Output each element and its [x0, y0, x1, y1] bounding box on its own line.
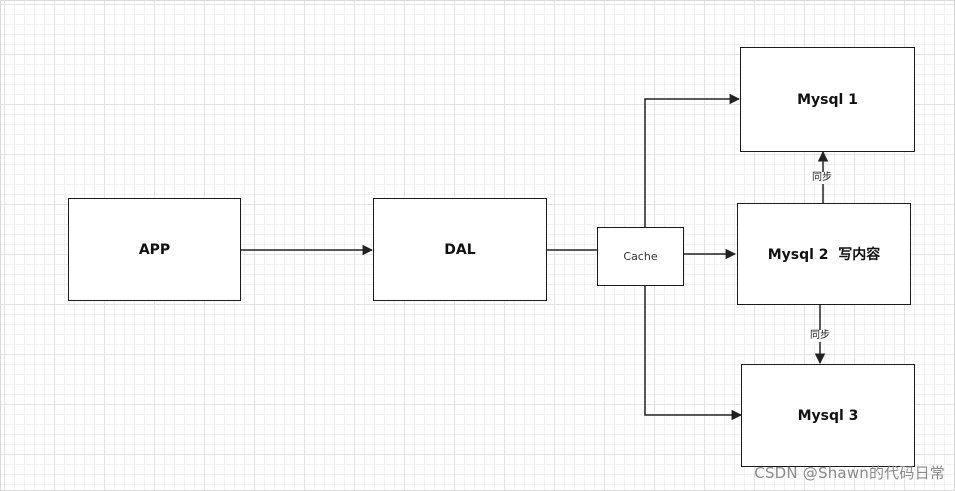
watermark: CSDN @Shawn的代码日常 [754, 464, 945, 482]
node-cache: Cache [597, 227, 684, 286]
node-dal: DAL [373, 198, 547, 301]
node-mysql2-label: Mysql 2 写内容 [767, 247, 881, 263]
node-mysql2: Mysql 2 写内容 [737, 203, 911, 305]
node-mysql1: Mysql 1 [740, 47, 915, 152]
edge-cache-mysql3 [644, 286, 743, 421]
node-cache-label: Cache [623, 250, 658, 263]
node-app-label: APP [138, 241, 171, 258]
node-app: APP [68, 198, 241, 301]
node-mysql3: Mysql 3 [741, 364, 915, 467]
edge-label-sync-down: 同步 [808, 330, 832, 342]
edge-cache-mysql1 [644, 93, 741, 227]
node-mysql1-label: Mysql 1 [797, 91, 858, 108]
node-dal-label: DAL [444, 241, 476, 258]
edge-label-sync-up: 同步 [810, 172, 834, 184]
node-mysql3-label: Mysql 3 [797, 407, 859, 424]
